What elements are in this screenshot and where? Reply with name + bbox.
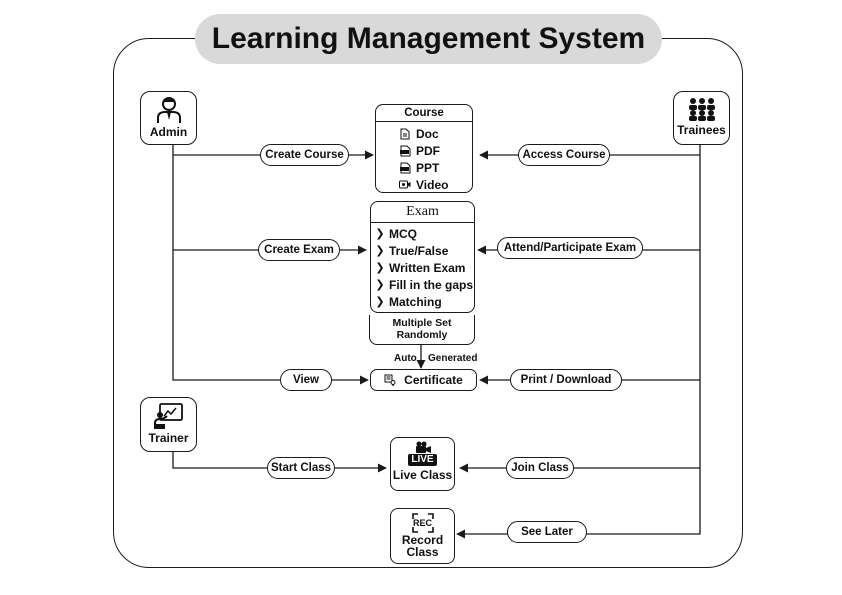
- print-download-connector[interactable]: Print / Download: [510, 369, 622, 391]
- exam-item-true-false: ❯ True/False: [371, 242, 474, 259]
- camera-icon: [415, 441, 431, 453]
- access-course-connector[interactable]: Access Course: [518, 144, 610, 166]
- exam-item-label: Written Exam: [389, 260, 466, 275]
- create-course-connector[interactable]: Create Course: [260, 144, 349, 166]
- exam-item-label: Matching: [389, 294, 442, 309]
- rec-badge: REC: [412, 518, 432, 528]
- record-class-line1: Record: [401, 533, 444, 547]
- chevron-right-icon: ❯: [375, 262, 385, 274]
- exam-item-label: Fill in the gaps: [389, 277, 474, 292]
- auto-label: Auto: [394, 353, 417, 364]
- course-box[interactable]: Course Doc PDF PPT Video: [375, 104, 473, 193]
- certificate-label: Certificate: [404, 373, 463, 387]
- join-class-connector[interactable]: Join Class: [506, 457, 574, 479]
- video-icon: [399, 180, 411, 189]
- admin-icon: [156, 97, 181, 123]
- rec-icon: REC: [411, 513, 434, 533]
- live-class-box[interactable]: LIVE Live Class: [390, 437, 455, 491]
- exam-item-matching: ❯ Matching: [371, 293, 474, 310]
- exam-item-label: MCQ: [389, 226, 417, 241]
- exam-item-label: True/False: [389, 243, 449, 258]
- chevron-right-icon: ❯: [375, 279, 385, 291]
- course-item-doc: Doc: [394, 125, 472, 142]
- pdf-icon: [399, 145, 410, 156]
- exam-title: Exam: [406, 204, 439, 219]
- doc-icon: [400, 128, 410, 139]
- live-badge: LIVE: [408, 454, 437, 466]
- exam-item-fill-gaps: ❯ Fill in the gaps: [371, 276, 474, 293]
- group-icon: [688, 98, 715, 121]
- ppt-icon: [399, 162, 410, 173]
- course-item-pdf: PDF: [394, 142, 472, 159]
- admin-actor[interactable]: Admin: [140, 91, 197, 145]
- live-class-label: Live Class: [392, 468, 453, 482]
- trainer-label: Trainer: [148, 431, 189, 445]
- page-title: Learning Management System: [195, 14, 662, 64]
- see-later-connector[interactable]: See Later: [507, 521, 587, 543]
- certificate-box[interactable]: Certificate: [370, 369, 477, 391]
- admin-label: Admin: [149, 125, 188, 139]
- course-item-label: Video: [416, 177, 449, 192]
- exam-item-mcq: ❯ MCQ: [371, 225, 474, 242]
- chevron-right-icon: ❯: [375, 245, 385, 257]
- course-item-video: Video: [394, 176, 472, 193]
- course-item-ppt: PPT: [394, 159, 472, 176]
- teacher-board-icon: [153, 403, 183, 429]
- chevron-right-icon: ❯: [375, 296, 385, 308]
- course-item-label: PDF: [416, 143, 440, 158]
- course-item-label: Doc: [416, 126, 439, 141]
- course-title: Course: [404, 107, 444, 119]
- course-item-label: PPT: [416, 160, 440, 175]
- exam-box[interactable]: Exam ❯ MCQ ❯ True/False ❯ Written Exam ❯ Fil…: [370, 201, 475, 313]
- record-class-line2: Class: [406, 545, 439, 559]
- view-connector[interactable]: View: [280, 369, 332, 391]
- multiple-set-line2: Randomly: [396, 329, 448, 341]
- multiple-set-note: Multiple Set Randomly: [369, 315, 475, 345]
- generated-label: Generated: [428, 353, 478, 364]
- create-exam-connector[interactable]: Create Exam: [258, 239, 340, 261]
- trainees-label: Trainees: [677, 123, 726, 137]
- start-class-connector[interactable]: Start Class: [267, 457, 335, 479]
- trainees-actor[interactable]: Trainees: [673, 91, 730, 145]
- record-class-box[interactable]: REC Record Class: [390, 508, 455, 564]
- multiple-set-line1: Multiple Set: [392, 317, 452, 329]
- chevron-right-icon: ❯: [375, 228, 385, 240]
- exam-item-written: ❯ Written Exam: [371, 259, 474, 276]
- trainer-actor[interactable]: Trainer: [140, 397, 197, 452]
- attend-exam-connector[interactable]: Attend/Participate Exam: [497, 237, 643, 259]
- certificate-icon: [384, 374, 396, 386]
